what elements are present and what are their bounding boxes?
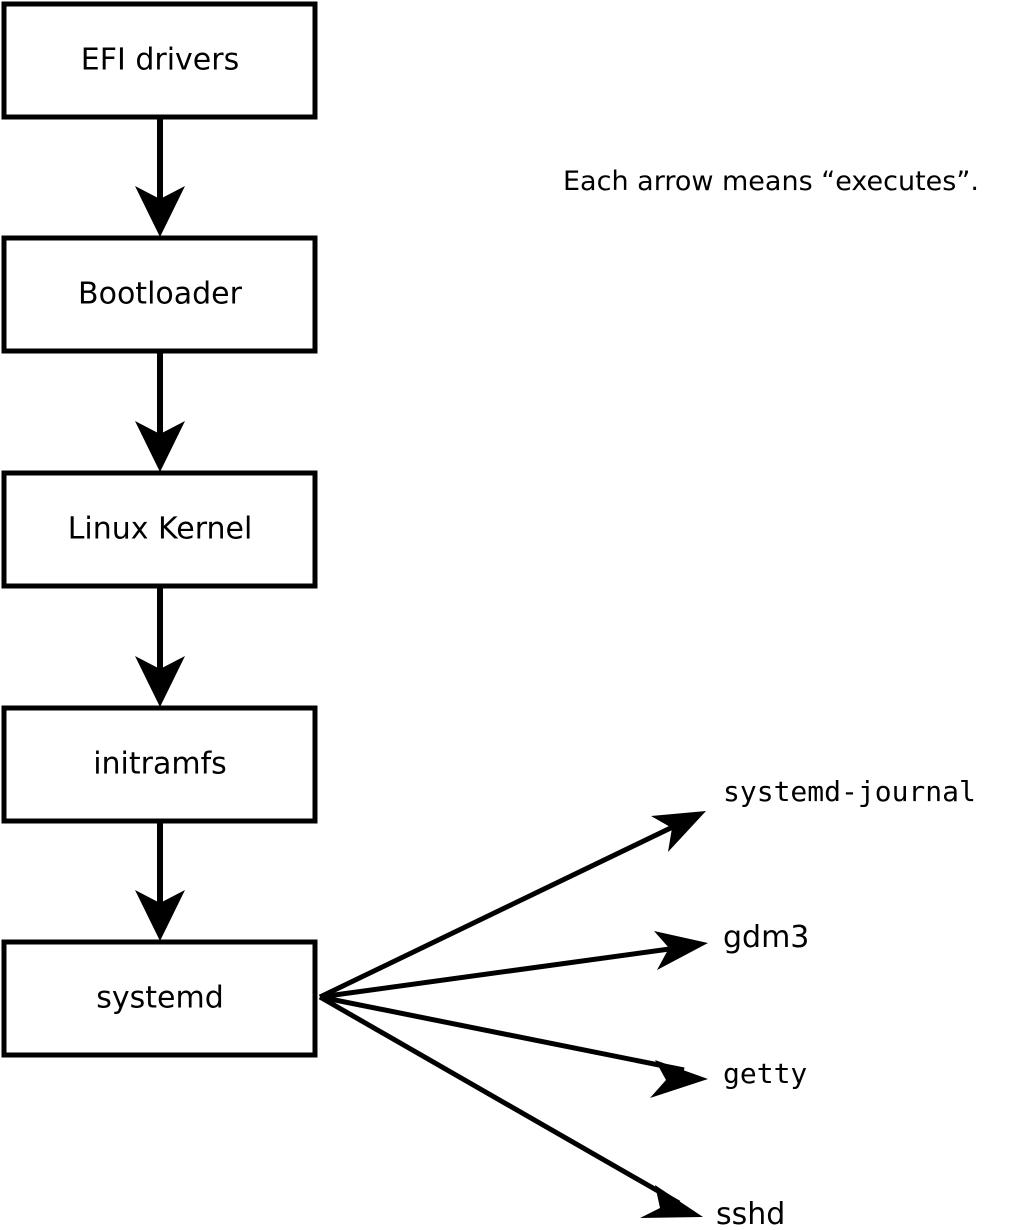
chain-arrow-bootloader-to-kernel (135, 352, 185, 472)
fanout-arrow-group (318, 811, 708, 1218)
legend-caption: Each arrow means “executes”. (563, 166, 979, 197)
leaf-label-gdm3: gdm3 (723, 920, 809, 955)
leaf-label-sshd: sshd (716, 1197, 785, 1230)
chain-arrow-efi-to-bootloader (135, 117, 185, 237)
node-linux-kernel[interactable]: Linux Kernel (1, 470, 318, 589)
node-systemd[interactable]: systemd (1, 939, 318, 1058)
node-efi-drivers-label: EFI drivers (81, 43, 239, 78)
chain-arrow-group (135, 117, 185, 941)
node-efi-drivers[interactable]: EFI drivers (1, 1, 318, 120)
fanout-arrow-gdm3 (319, 931, 708, 1000)
node-bootloader-label: Bootloader (78, 277, 243, 312)
node-efi-drivers-rect (1, 1, 318, 120)
node-linux-kernel-rect (1, 470, 318, 589)
node-bootloader[interactable]: Bootloader (1, 235, 318, 354)
node-systemd-rect (1, 939, 318, 1058)
node-linux-kernel-label: Linux Kernel (68, 512, 253, 547)
node-bootloader-rect (1, 235, 318, 354)
leaf-label-getty: getty (723, 1057, 807, 1090)
fanout-arrow-getty (319, 994, 708, 1098)
node-initramfs-label: initramfs (93, 747, 227, 782)
chain-arrow-kernel-to-initramfs (135, 587, 185, 707)
fanout-arrow-systemd-journal (318, 811, 706, 1000)
fanout-label-group: systemd-journal gdm3 getty sshd (716, 775, 976, 1230)
fanout-arrow-sshd (318, 994, 703, 1218)
chain-arrow-initramfs-to-systemd (135, 821, 185, 941)
node-systemd-label: systemd (96, 981, 224, 1016)
boot-chain-boxes: EFI drivers Bootloader Linux Kernel init… (1, 1, 318, 1058)
node-initramfs-rect (1, 705, 318, 824)
leaf-label-systemd-journal: systemd-journal (723, 775, 976, 808)
node-initramfs[interactable]: initramfs (1, 705, 318, 824)
